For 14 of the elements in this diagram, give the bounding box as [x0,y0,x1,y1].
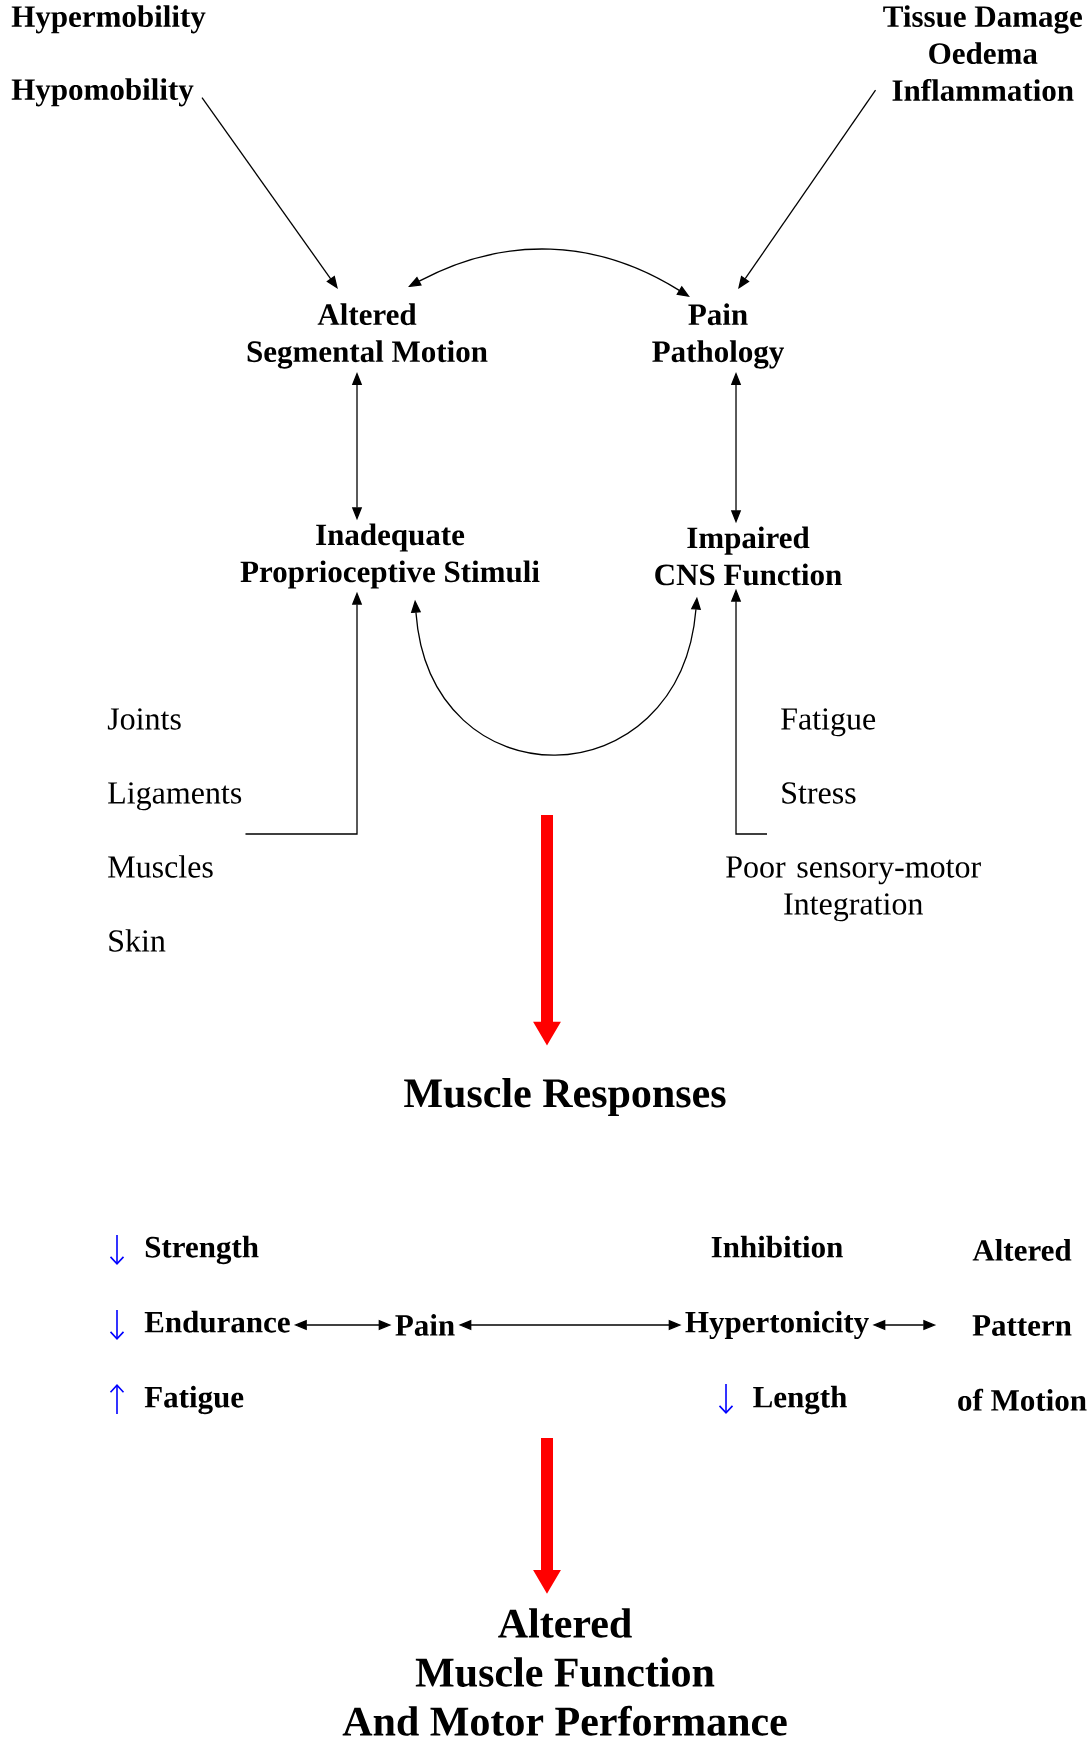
concept-label: Altered Segmental Motion [247,303,488,369]
concept-label: Pain [395,1314,455,1336]
factor-list: Tissue Damage Oedema Inflammation [883,5,1082,101]
factor-list: Joints Ligaments Muscles Skin [107,708,242,952]
heading: Altered Muscle Function And Motor Performance [342,1608,787,1736]
heading: Muscle Responses [404,1077,726,1117]
factor-list: Strength Endurance Fatigue [144,1235,290,1415]
concept-label: Inadequate Proprioceptive Stimuli [240,523,540,589]
concept-label: Altered Pattern of Motion [958,1239,1087,1411]
concept-label: Impaired CNS Function [655,526,842,586]
factor-list: Inhibition Hypertonicity Length [685,1235,869,1415]
factor-list: Fatigue Stress Poor sensory-motor Integration [726,708,981,922]
factor-list: Hypermobility Hypomobility [11,5,206,107]
concept-label: Pain Pathology [652,303,784,369]
